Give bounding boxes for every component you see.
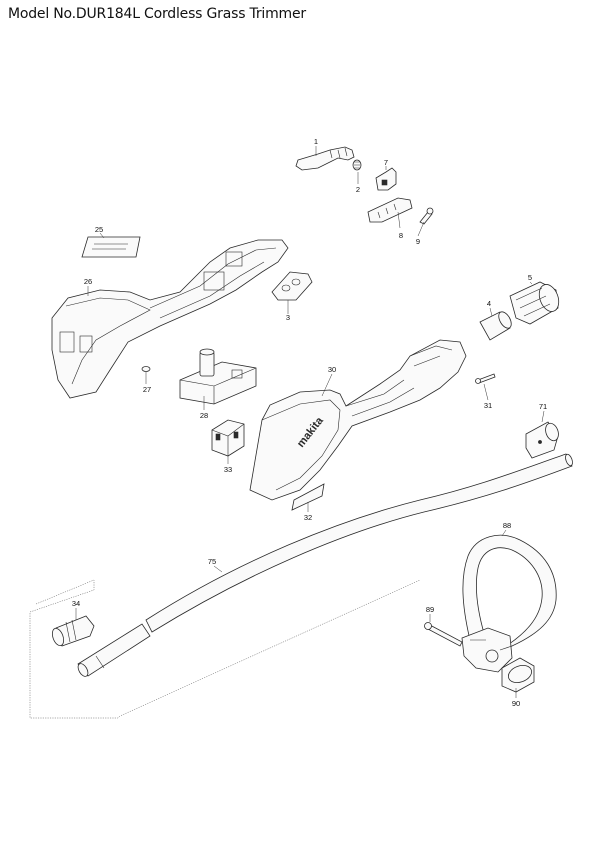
part-25-label [81,236,141,258]
part-label-3: 3 [286,313,290,322]
part-7-lock-lever [375,167,397,191]
part-33-terminal [211,419,245,457]
part-32-label [291,483,325,511]
part-90-knob [501,657,535,693]
part-1-switch-lever [295,146,355,171]
part-5-knob [509,281,560,325]
part-71-clamp [525,421,559,459]
part-label-27: 27 [143,385,151,394]
part-75-shaft [77,453,573,677]
assembly-bracket [29,579,421,719]
part-8-switch-block [367,197,413,223]
part-28-controller [179,348,257,405]
part-label-28: 28 [200,411,208,420]
part-9-screw [419,207,434,225]
part-label-88: 88 [503,521,511,530]
part-label-5: 5 [528,273,532,282]
part-label-7: 7 [384,158,388,167]
part-label-34: 34 [72,599,80,608]
part-89-bolt [424,622,463,647]
diagram-title: Model No.DUR184L Cordless Grass Trimmer [8,6,306,22]
part-label-9: 9 [416,237,420,246]
part-label-25: 25 [95,225,103,234]
part-label-75: 75 [208,557,216,566]
part-88-loop-handle [461,534,557,673]
part-4-sleeve [479,311,512,341]
part-label-30: 30 [328,365,336,374]
part-label-26: 26 [84,277,92,286]
part-label-32: 32 [304,513,312,522]
part-label-1: 1 [314,137,318,146]
part-label-4: 4 [487,299,491,308]
part-30-housing-right: makita [249,339,467,501]
part-number-labels: 1 2 3 4 5 7 8 9 25 26 27 28 30 31 32 33 … [72,137,547,708]
part-label-71: 71 [539,402,547,411]
part-26-housing-left [51,239,289,399]
leader-lines [75,146,545,698]
part-label-33: 33 [224,465,232,474]
part-3-switch-cap [271,271,313,301]
part-label-89: 89 [426,605,434,614]
part-31-screw [475,373,496,384]
part-label-31: 31 [484,401,492,410]
part-label-2: 2 [356,185,360,194]
part-2-spring [352,159,362,171]
part-27-small-pin [141,366,151,372]
part-34-end-cap [51,615,95,647]
part-label-90: 90 [512,699,520,708]
part-label-8: 8 [399,231,403,240]
